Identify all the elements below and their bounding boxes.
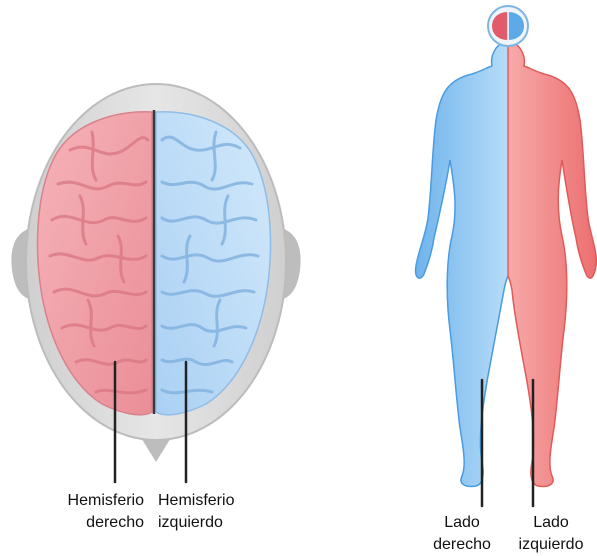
label-right-side-line1: Lado	[424, 512, 500, 534]
label-right-side-line2: derecho	[424, 534, 500, 556]
body-right-side-shape	[416, 42, 508, 487]
label-left-hemisphere-line1: Hemisferio	[158, 490, 268, 512]
label-right-hemisphere-line1: Hemisferio	[40, 490, 144, 512]
label-left-hemisphere-line2: izquierdo	[158, 512, 268, 534]
human-body-front-icon	[416, 6, 597, 487]
label-left-side-line1: Lado	[508, 512, 594, 534]
body-left-side-shape	[508, 42, 596, 487]
label-right-side: Lado derecho	[424, 512, 500, 556]
label-right-hemisphere-line2: derecho	[40, 512, 144, 534]
label-left-hemisphere: Hemisferio izquierdo	[158, 490, 268, 534]
brain-top-view-icon	[38, 110, 271, 415]
label-left-side-line2: izquierdo	[508, 534, 594, 556]
label-left-side: Lado izquierdo	[508, 512, 594, 556]
label-right-hemisphere: Hemisferio derecho	[40, 490, 144, 534]
